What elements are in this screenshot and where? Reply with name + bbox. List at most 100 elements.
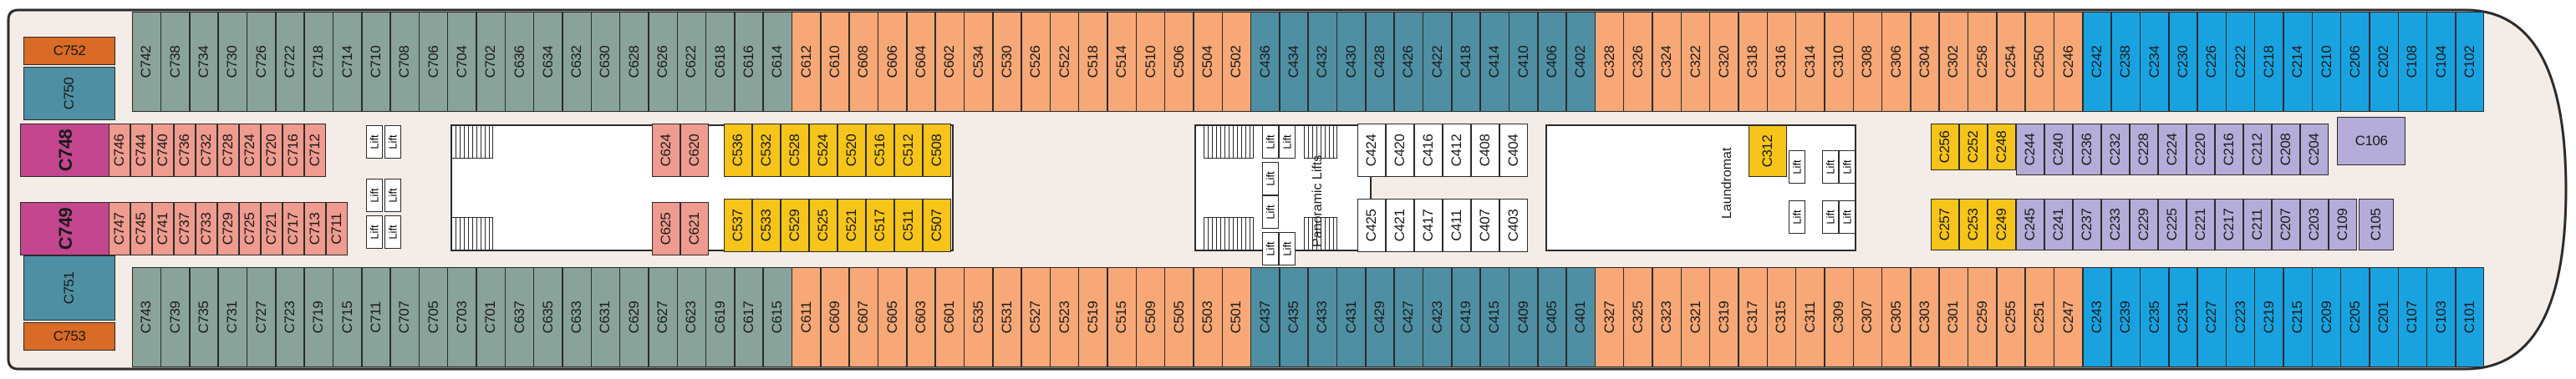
cabin-c537[interactable]: C537 — [724, 199, 752, 252]
cabin-c243[interactable]: C243 — [2082, 267, 2112, 367]
cabin-c256[interactable]: C256 — [1931, 124, 1959, 170]
cabin-c302[interactable]: C302 — [1938, 12, 1968, 112]
cabin-c617[interactable]: C617 — [734, 267, 764, 367]
cabin-c626[interactable]: C626 — [648, 12, 678, 112]
cabin-c634[interactable]: C634 — [533, 12, 563, 112]
cabin-c257[interactable]: C257 — [1931, 199, 1959, 250]
cabin-c722[interactable]: C722 — [275, 12, 305, 112]
cabin-c412[interactable]: C412 — [1443, 124, 1471, 177]
cabin-c632[interactable]: C632 — [562, 12, 592, 112]
cabin-c424[interactable]: C424 — [1357, 124, 1386, 177]
cabin-c637[interactable]: C637 — [505, 267, 534, 367]
cabin-c430[interactable]: C430 — [1336, 12, 1367, 112]
cabin-c253[interactable]: C253 — [1959, 199, 1988, 250]
cabin-c534[interactable]: C534 — [964, 12, 993, 112]
cabin-c326[interactable]: C326 — [1623, 12, 1653, 112]
cabin-c512[interactable]: C512 — [894, 124, 923, 177]
cabin-c316[interactable]: C316 — [1767, 12, 1796, 112]
cabin-c753[interactable]: C753 — [23, 322, 115, 351]
cabin-c431[interactable]: C431 — [1336, 267, 1367, 367]
cabin-c525[interactable]: C525 — [809, 199, 837, 252]
cabin-c421[interactable]: C421 — [1386, 199, 1414, 252]
cabin-c236[interactable]: C236 — [2073, 124, 2101, 175]
cabin-c314[interactable]: C314 — [1795, 12, 1825, 112]
cabin-c234[interactable]: C234 — [2140, 12, 2169, 112]
cabin-c323[interactable]: C323 — [1652, 267, 1682, 367]
cabin-c521[interactable]: C521 — [837, 199, 866, 252]
cabin-c716[interactable]: C716 — [283, 124, 304, 177]
cabin-c514[interactable]: C514 — [1107, 12, 1137, 112]
cabin-c616[interactable]: C616 — [734, 12, 764, 112]
cabin-c636[interactable]: C636 — [505, 12, 534, 112]
cabin-c222[interactable]: C222 — [2226, 12, 2255, 112]
cabin-c244[interactable]: C244 — [2016, 124, 2044, 175]
cabin-c406[interactable]: C406 — [1537, 12, 1567, 112]
cabin-c321[interactable]: C321 — [1681, 267, 1710, 367]
cabin-c752[interactable]: C752 — [23, 37, 115, 65]
cabin-c624[interactable]: C624 — [652, 124, 680, 177]
cabin-c607[interactable]: C607 — [848, 267, 878, 367]
cabin-c633[interactable]: C633 — [562, 267, 592, 367]
cabin-c601[interactable]: C601 — [934, 267, 965, 367]
cabin-c327[interactable]: C327 — [1595, 267, 1624, 367]
cabin-c210[interactable]: C210 — [2312, 12, 2341, 112]
cabin-c751[interactable]: C751 — [23, 255, 115, 321]
cabin-c702[interactable]: C702 — [476, 12, 506, 112]
cabin-c605[interactable]: C605 — [878, 267, 908, 367]
cabin-c255[interactable]: C255 — [1996, 267, 2026, 367]
cabin-c223[interactable]: C223 — [2226, 267, 2255, 367]
cabin-c733[interactable]: C733 — [196, 202, 217, 255]
cabin-c704[interactable]: C704 — [447, 12, 477, 112]
cabin-c208[interactable]: C208 — [2272, 124, 2300, 175]
cabin-c503[interactable]: C503 — [1193, 267, 1223, 367]
cabin-c317[interactable]: C317 — [1738, 267, 1768, 367]
cabin-c635[interactable]: C635 — [533, 267, 563, 367]
cabin-c508[interactable]: C508 — [923, 124, 951, 177]
cabin-c215[interactable]: C215 — [2283, 267, 2313, 367]
cabin-c420[interactable]: C420 — [1386, 124, 1414, 177]
cabin-c403[interactable]: C403 — [1499, 199, 1528, 252]
cabin-c242[interactable]: C242 — [2082, 12, 2112, 112]
cabin-c310[interactable]: C310 — [1824, 12, 1854, 112]
cabin-c248[interactable]: C248 — [1988, 124, 2016, 170]
cabin-c419[interactable]: C419 — [1451, 267, 1481, 367]
cabin-c724[interactable]: C724 — [239, 124, 261, 177]
cabin-c212[interactable]: C212 — [2243, 124, 2272, 175]
cabin-c229[interactable]: C229 — [2130, 199, 2158, 250]
cabin-c408[interactable]: C408 — [1471, 124, 1499, 177]
cabin-c226[interactable]: C226 — [2197, 12, 2227, 112]
cabin-c727[interactable]: C727 — [247, 267, 277, 367]
cabin-c240[interactable]: C240 — [2044, 124, 2073, 175]
cabin-c416[interactable]: C416 — [1414, 124, 1443, 177]
cabin-c308[interactable]: C308 — [1853, 12, 1882, 112]
cabin-c747[interactable]: C747 — [109, 202, 130, 255]
cabin-c719[interactable]: C719 — [303, 267, 333, 367]
cabin-c522[interactable]: C522 — [1050, 12, 1079, 112]
cabin-c107[interactable]: C107 — [2398, 267, 2427, 367]
cabin-c437[interactable]: C437 — [1250, 267, 1280, 367]
cabin-c530[interactable]: C530 — [992, 12, 1022, 112]
cabin-c502[interactable]: C502 — [1222, 12, 1251, 112]
cabin-c535[interactable]: C535 — [964, 267, 993, 367]
cabin-c524[interactable]: C524 — [809, 124, 837, 177]
cabin-c612[interactable]: C612 — [792, 12, 822, 112]
cabin-c603[interactable]: C603 — [906, 267, 936, 367]
cabin-c232[interactable]: C232 — [2101, 124, 2130, 175]
cabin-c725[interactable]: C725 — [239, 202, 261, 255]
cabin-c239[interactable]: C239 — [2110, 267, 2141, 367]
cabin-c201[interactable]: C201 — [2369, 267, 2399, 367]
cabin-c614[interactable]: C614 — [762, 12, 792, 112]
cabin-c309[interactable]: C309 — [1824, 267, 1854, 367]
cabin-c429[interactable]: C429 — [1365, 267, 1395, 367]
cabin-c221[interactable]: C221 — [2187, 199, 2215, 250]
cabin-c207[interactable]: C207 — [2272, 199, 2300, 250]
cabin-c728[interactable]: C728 — [217, 124, 239, 177]
cabin-c720[interactable]: C720 — [261, 124, 283, 177]
cabin-c509[interactable]: C509 — [1136, 267, 1165, 367]
cabin-c608[interactable]: C608 — [848, 12, 878, 112]
cabin-c533[interactable]: C533 — [752, 199, 781, 252]
cabin-c231[interactable]: C231 — [2168, 267, 2198, 367]
cabin-c254[interactable]: C254 — [1996, 12, 2026, 112]
cabin-c708[interactable]: C708 — [389, 12, 420, 112]
cabin-c737[interactable]: C737 — [174, 202, 196, 255]
